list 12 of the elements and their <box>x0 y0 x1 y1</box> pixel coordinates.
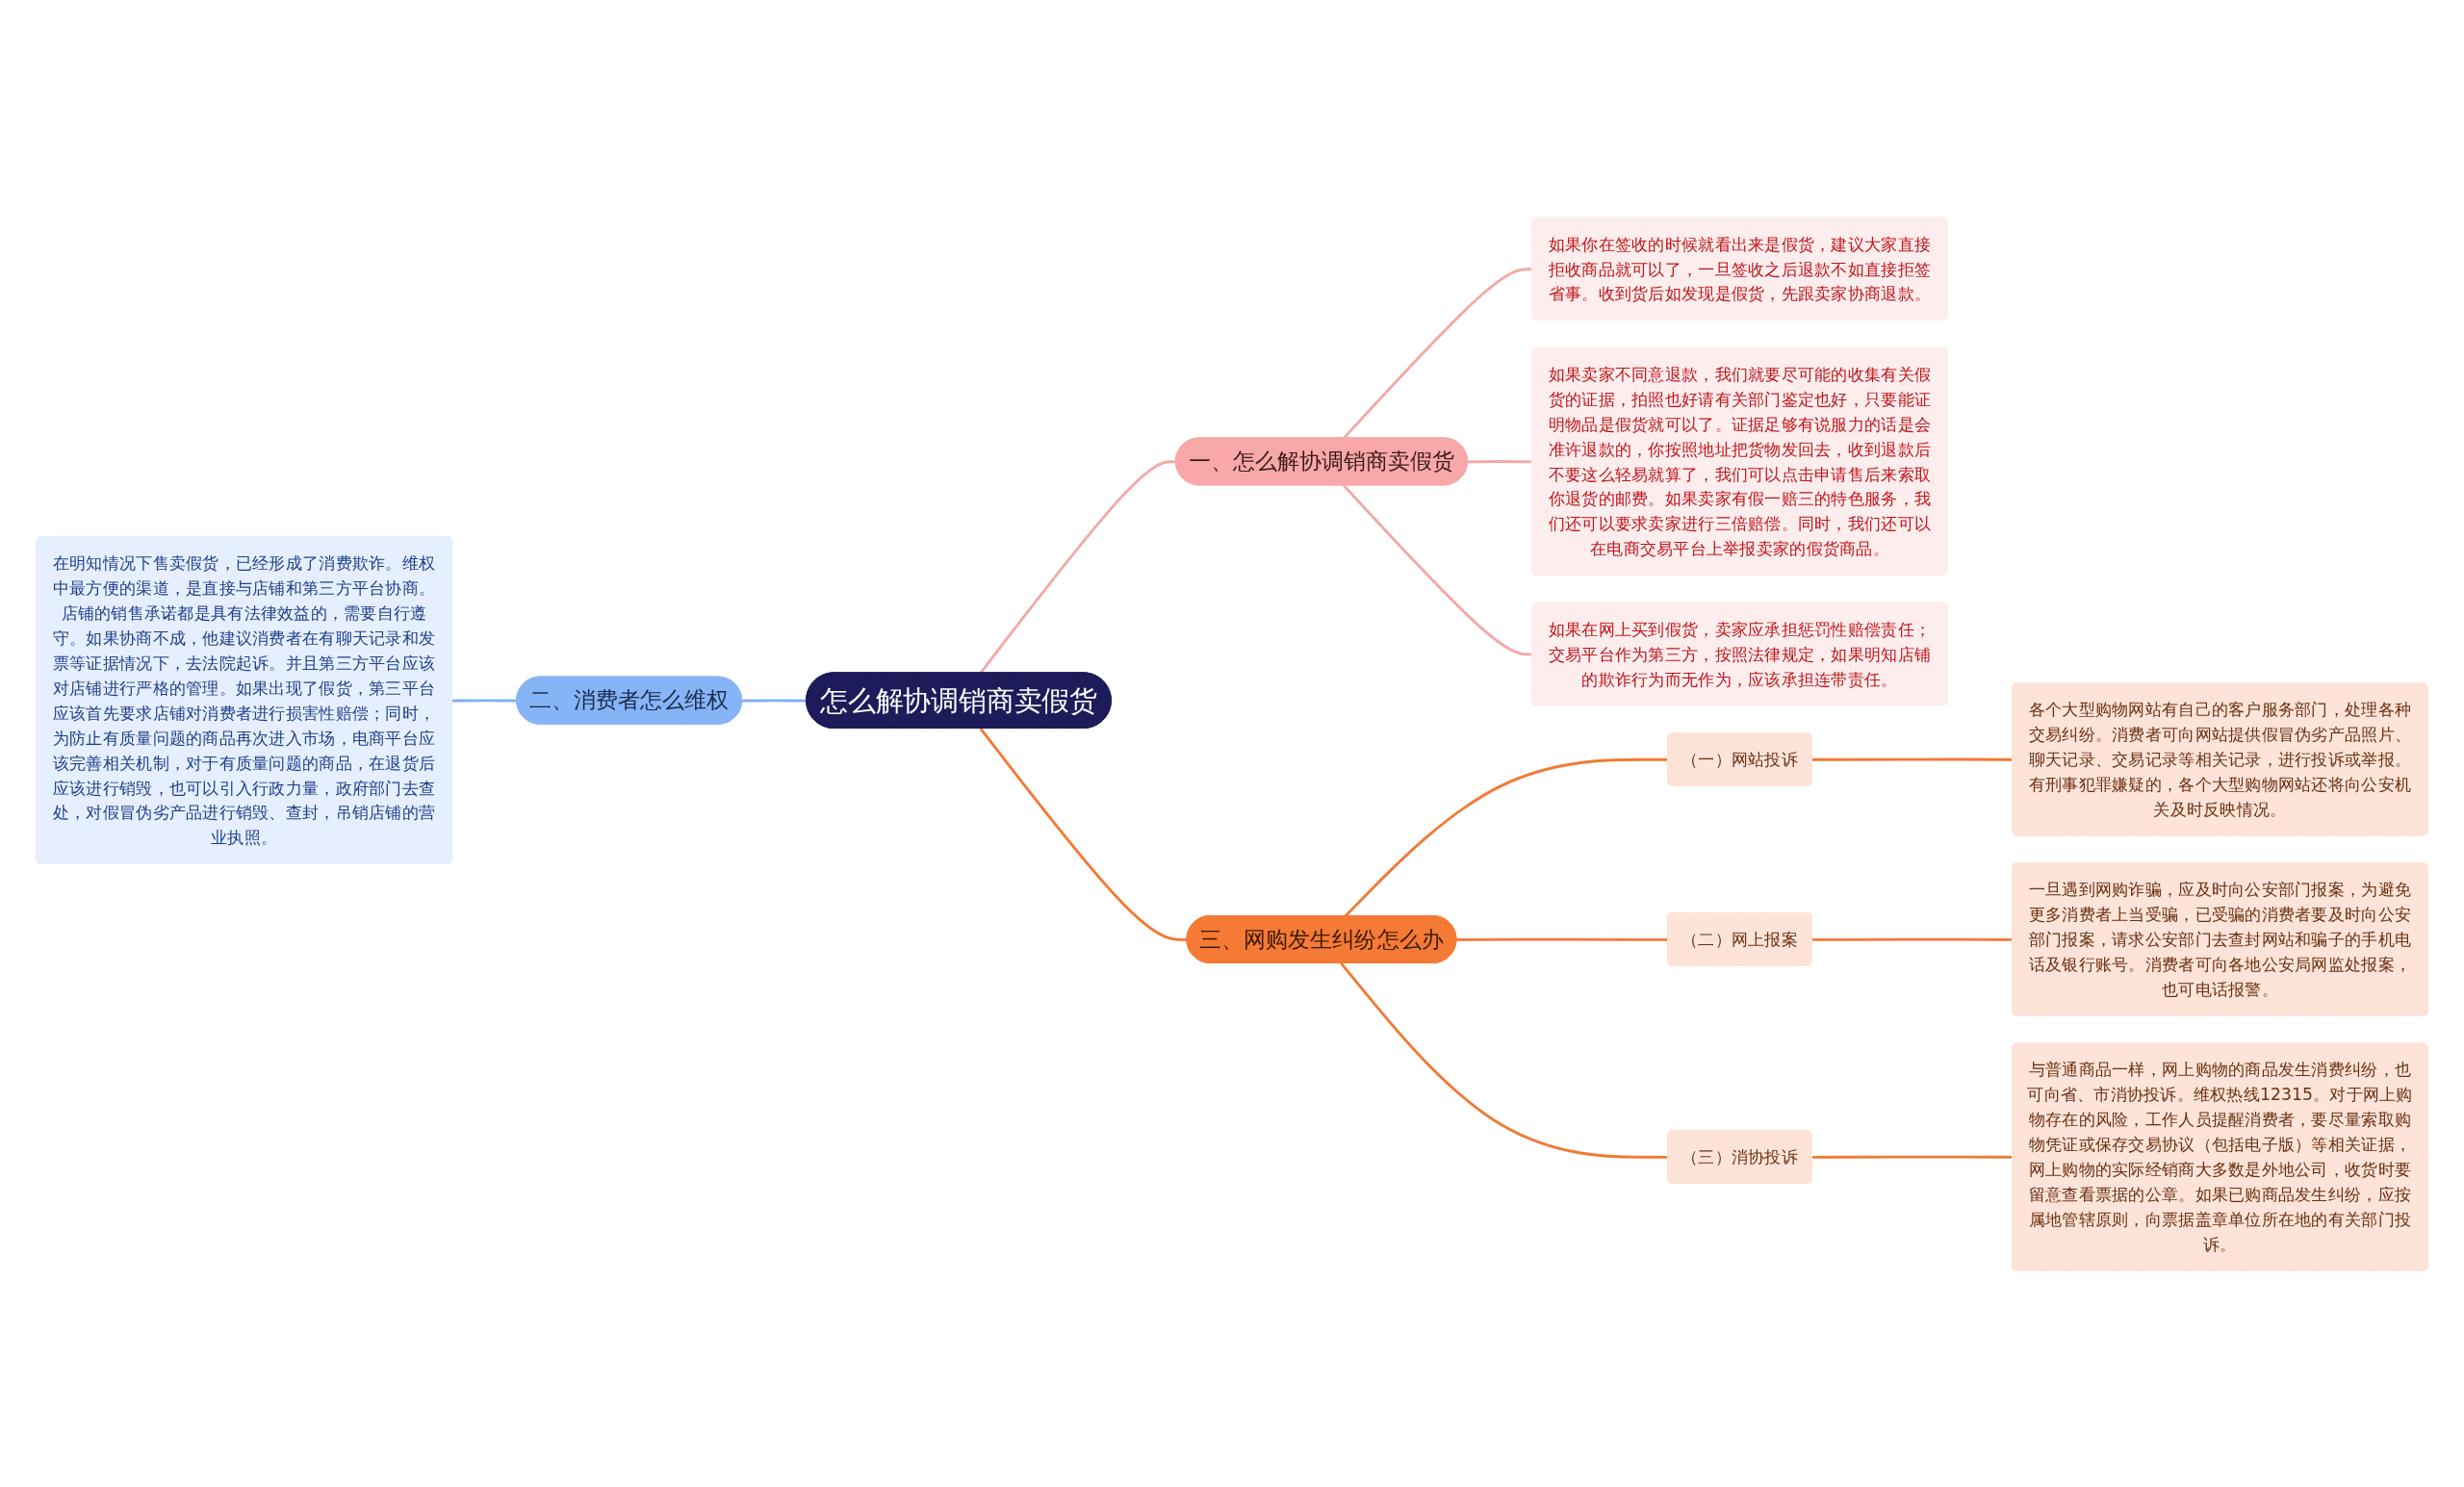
connector <box>1811 1155 2014 1159</box>
connector <box>979 459 1176 674</box>
connector <box>979 727 1188 941</box>
connector <box>1342 267 1533 439</box>
connector <box>451 698 518 703</box>
connector <box>1343 483 1533 655</box>
connector <box>1811 757 2014 761</box>
connector <box>1811 937 2014 941</box>
connector <box>741 698 808 703</box>
connector <box>1340 961 1669 1159</box>
connector <box>1467 459 1533 463</box>
connector <box>1456 937 1669 941</box>
